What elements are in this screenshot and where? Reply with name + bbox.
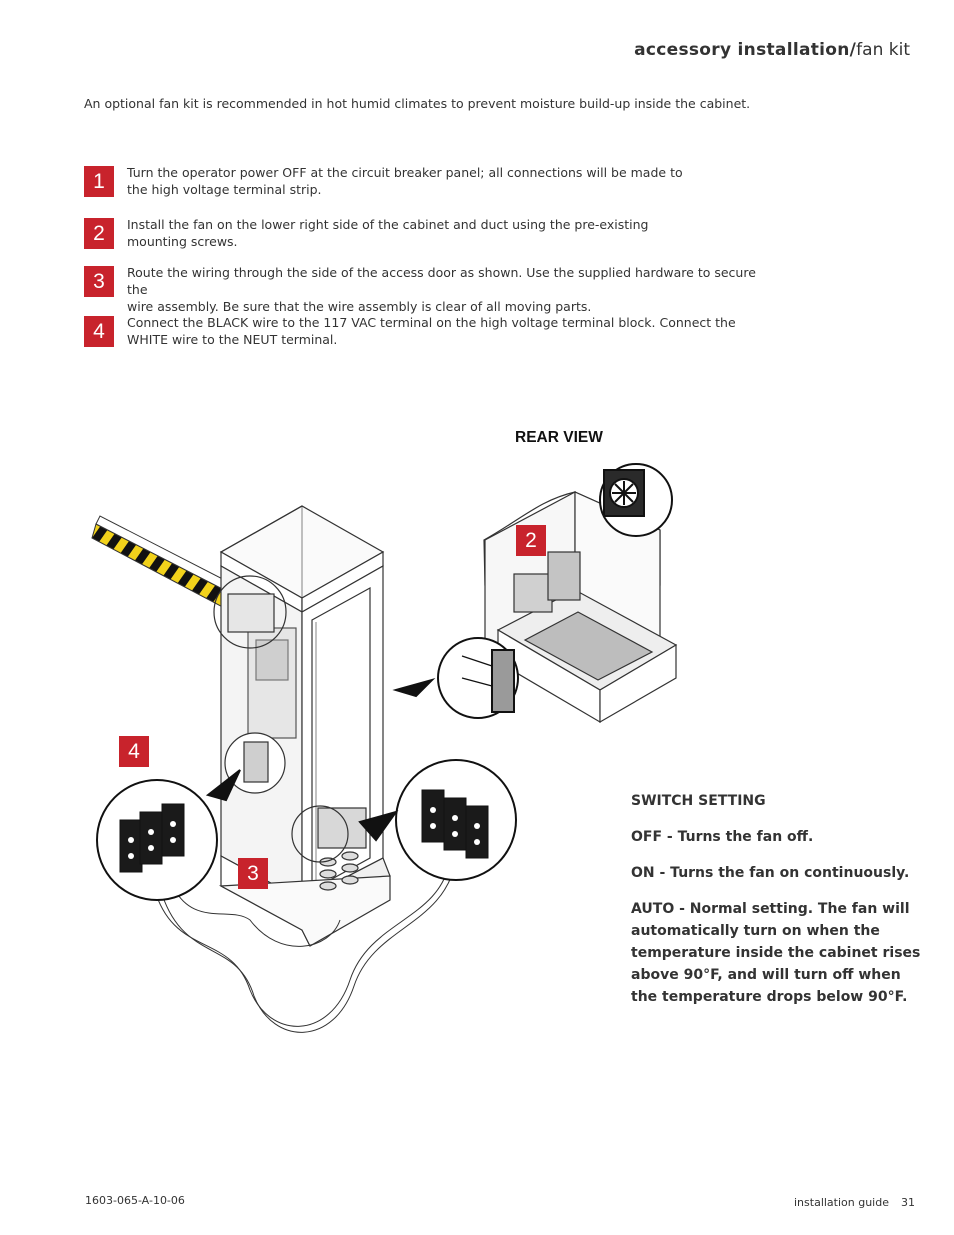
switch-off: OFF - Turns the fan off. (631, 829, 814, 845)
callout-badge: 3 (238, 858, 268, 889)
step-text-line: wire assembly. Be sure that the wire ass… (127, 299, 592, 314)
bracket-detail-circle (392, 637, 519, 719)
operator-cabinet (213, 505, 391, 947)
callout-badge: 4 (119, 736, 149, 767)
step-text-line: Connect the BLACK wire to the 117 VAC te… (127, 315, 736, 330)
step-text-line: mounting screws. (127, 234, 238, 249)
switch-setting-block: SWITCH SETTING OFF - Turns the fan off. … (631, 790, 921, 1022)
fan-detail-circle (599, 463, 673, 537)
step-number-badge: 2 (84, 218, 114, 249)
step-number-badge: 1 (84, 166, 114, 197)
page-footer: installation guide 31 (782, 1196, 915, 1209)
step-text-line: WHITE wire to the NEUT terminal. (127, 332, 338, 347)
step-number-badge: 4 (84, 316, 114, 347)
switch-on: ON - Turns the fan on continuously. (631, 865, 910, 881)
terminal-detail-right (358, 759, 517, 881)
step-text-line: Install the fan on the lower right side … (127, 217, 649, 232)
step-text: Install the fan on the lower right side … (127, 216, 777, 250)
switch-setting-title: SWITCH SETTING (631, 793, 766, 809)
intro-text: An optional fan kit is recommended in ho… (84, 96, 751, 111)
guide-name: installation guide (794, 1196, 889, 1209)
doc-id: 1603-065-A-10-06 (85, 1194, 185, 1207)
header-topic: fan kit (856, 40, 910, 60)
wire-assembly (151, 859, 457, 1033)
rear-view-label: REAR VIEW (515, 429, 603, 446)
page-header: accessory installation/fan kit (634, 40, 910, 60)
step-text: Connect the BLACK wire to the 117 VAC te… (127, 314, 777, 348)
page-number: 31 (901, 1196, 915, 1209)
callout-badge: 2 (516, 525, 546, 556)
step-text: Route the wiring through the side of the… (127, 264, 777, 315)
step-text-line: Route the wiring through the side of the… (127, 265, 756, 297)
step-number-badge: 3 (84, 266, 114, 297)
step-text-line: the high voltage terminal strip. (127, 182, 322, 197)
step-text-line: Turn the operator power OFF at the circu… (127, 165, 683, 180)
terminal-detail-left (96, 769, 241, 901)
switch-auto: AUTO - Normal setting. The fan will auto… (631, 901, 921, 1005)
step-text: Turn the operator power OFF at the circu… (127, 164, 777, 198)
header-section: accessory installation/ (634, 40, 857, 60)
